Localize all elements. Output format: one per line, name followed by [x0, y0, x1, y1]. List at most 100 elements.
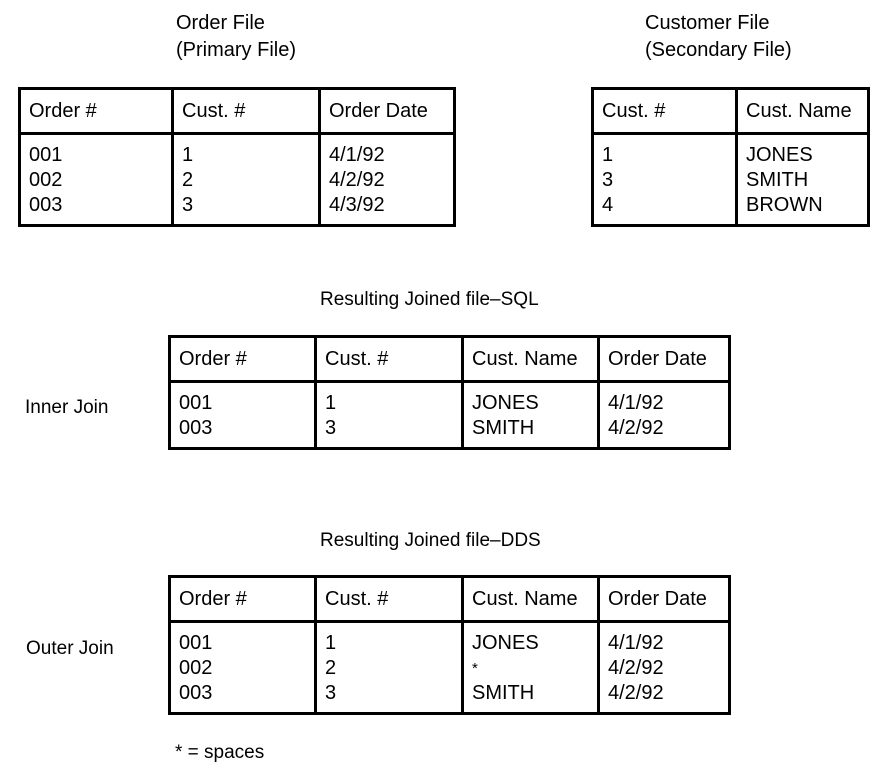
- table-header-row: Order # Cust. # Cust. Name Order Date: [169, 336, 730, 383]
- table-header-row: Cust. # Cust. Name: [592, 88, 869, 135]
- table-body-row: 001 002 003 1 2 3 4/1/92 4/2/92 4/3/92: [19, 133, 455, 226]
- inner-join-col-1: Cust. #: [325, 348, 389, 370]
- table-cell: 4/1/92 4/2/92: [599, 382, 730, 449]
- column-header-cell: Order #: [169, 336, 317, 383]
- table-cell-value: JONES: [472, 632, 539, 654]
- customer-file-title-line2: (Secondary File): [645, 39, 792, 61]
- outer-join-col-3: Order Date: [608, 588, 707, 610]
- outer-join-column-body-1: 1 2 3: [317, 623, 461, 712]
- table-cell: 001 002 003: [169, 621, 317, 714]
- outer-join-column-body-0: 001 002 003: [171, 623, 314, 712]
- outer-join-table: Order # Cust. # Cust. Name Order Date 00…: [168, 575, 731, 715]
- inner-join-column-body-0: 001 003: [171, 383, 314, 447]
- table-cell-value: JONES: [746, 144, 813, 166]
- table-cell-value: 3: [182, 194, 194, 216]
- table-cell: 4/1/92 4/2/92 4/3/92: [320, 134, 455, 226]
- table-cell-value: 4/2/92: [329, 169, 385, 191]
- outer-join-label: Outer Join: [26, 638, 114, 659]
- footnote-spaces: * = spaces: [175, 742, 265, 763]
- column-header-cell: Order #: [19, 88, 174, 135]
- table-cell: 1 2 3: [172, 133, 321, 226]
- column-header-cell: Cust. Name: [462, 336, 600, 383]
- inner-join-column-body-1: 1 3: [317, 383, 461, 447]
- table-cell-value: 001: [29, 144, 63, 166]
- order-file-col-0: Order #: [29, 100, 97, 122]
- outer-join-column-body-3: 4/1/92 4/2/92 4/2/92: [600, 623, 728, 712]
- table-cell-value: 2: [325, 657, 337, 679]
- inner-join-column-body-3: 4/1/92 4/2/92: [600, 383, 728, 447]
- table-cell-value: 001: [179, 632, 213, 654]
- table-cell-value: 3: [325, 417, 337, 439]
- column-header-cell: Cust. #: [315, 576, 464, 623]
- order-file-column-body-1: 1 2 3: [174, 135, 318, 224]
- table-cell: 001 002 003: [19, 133, 174, 226]
- table-cell: 1 3: [315, 381, 464, 449]
- table-body-row: 001 003 1 3 JONES SMITH 4/1/92 4/2: [169, 381, 730, 449]
- column-header-cell: Order #: [169, 576, 317, 623]
- table-cell-value: 4/2/92: [608, 657, 664, 679]
- order-file-column-body-2: 4/1/92 4/2/92 4/3/92: [321, 135, 453, 224]
- table-cell-value: SMITH: [472, 417, 535, 439]
- table-cell-value: SMITH: [746, 169, 809, 191]
- column-header-cell: Cust. #: [315, 336, 464, 383]
- table-cell-value: 3: [602, 169, 614, 191]
- outer-join-col-2: Cust. Name: [472, 588, 578, 610]
- table-cell-value: 003: [179, 417, 213, 439]
- customer-file-column-body-1: JONES SMITH BROWN: [738, 135, 867, 224]
- table-cell-value: 3: [325, 682, 337, 704]
- customer-file-col-1: Cust. Name: [746, 100, 852, 122]
- table-cell-value: 001: [179, 392, 213, 414]
- table-cell-value: 1: [182, 144, 194, 166]
- inner-join-col-3: Order Date: [608, 348, 707, 370]
- table-cell-value: 4/2/92: [608, 682, 664, 704]
- table-cell-value: 002: [29, 169, 63, 191]
- inner-join-col-2: Cust. Name: [472, 348, 578, 370]
- inner-join-col-0: Order #: [179, 348, 247, 370]
- order-file-column-body-0: 001 002 003: [21, 135, 171, 224]
- column-header-cell: Cust. #: [592, 88, 738, 135]
- order-file-title-line1: Order File: [176, 12, 265, 34]
- table-cell-value: BROWN: [746, 194, 823, 216]
- outer-join-col-1: Cust. #: [325, 588, 389, 610]
- order-file-col-2: Order Date: [329, 100, 428, 122]
- table-body-row: 001 002 003 1 2 3 JONES * SMITH: [169, 621, 730, 714]
- table-cell-value: JONES: [472, 392, 539, 414]
- table-cell: 1 2 3: [315, 621, 464, 714]
- order-file-table: Order # Cust. # Order Date 001 002 003 1: [18, 87, 456, 227]
- customer-file-table: Cust. # Cust. Name 1 3 4 JONES SMITH BRO…: [591, 87, 870, 227]
- column-header-cell: Cust. #: [172, 88, 321, 135]
- customer-file-title: Customer File (Secondary File): [645, 10, 792, 64]
- table-cell-value: 2: [182, 169, 194, 191]
- customer-file-column-body-0: 1 3 4: [594, 135, 735, 224]
- order-file-col-1: Cust. #: [182, 100, 246, 122]
- column-header-cell: Order Date: [598, 576, 730, 623]
- table-cell-value: 4/1/92: [329, 144, 385, 166]
- table-header-row: Order # Cust. # Order Date: [19, 88, 455, 135]
- dds-result-title: Resulting Joined file–DDS: [320, 530, 541, 551]
- customer-file-col-0: Cust. #: [602, 100, 666, 122]
- order-file-title: Order File (Primary File): [176, 10, 296, 64]
- column-header-cell: Order Date: [598, 336, 730, 383]
- column-header-cell: Cust. Name: [736, 88, 869, 135]
- table-cell-value: 002: [179, 657, 213, 679]
- column-header-cell: Order Date: [319, 88, 455, 135]
- table-cell-value: 4/3/92: [329, 194, 385, 216]
- table-cell-value: 003: [179, 682, 213, 704]
- table-cell: JONES SMITH BROWN: [737, 134, 869, 226]
- table-cell-value-null-marker: *: [472, 660, 478, 677]
- outer-join-col-0: Order #: [179, 588, 247, 610]
- table-cell-value: SMITH: [472, 682, 535, 704]
- table-cell: JONES SMITH: [462, 381, 600, 449]
- table-cell-value: 003: [29, 194, 63, 216]
- table-cell: JONES * SMITH: [462, 621, 600, 714]
- sql-result-title: Resulting Joined file–SQL: [320, 289, 539, 310]
- outer-join-column-body-2: JONES * SMITH: [464, 623, 597, 712]
- inner-join-column-body-2: JONES SMITH: [464, 383, 597, 447]
- table-cell: 001 003: [169, 381, 317, 449]
- table-cell-value: 1: [325, 632, 337, 654]
- table-header-row: Order # Cust. # Cust. Name Order Date: [169, 576, 730, 623]
- table-cell-value: 1: [325, 392, 337, 414]
- table-cell-value: 4: [602, 194, 614, 216]
- customer-file-title-line1: Customer File: [645, 12, 770, 34]
